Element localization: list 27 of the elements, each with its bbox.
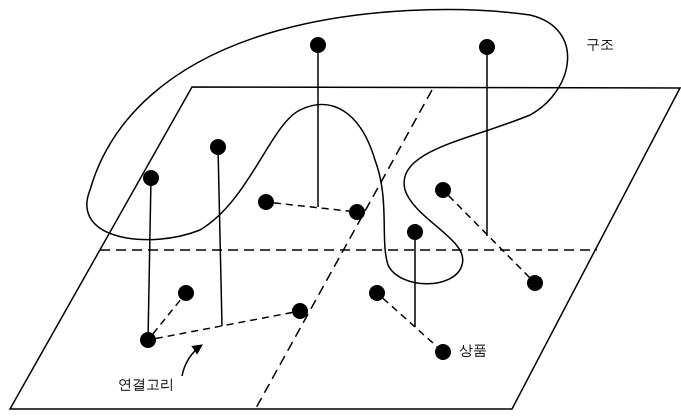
dot-marker: [369, 285, 385, 301]
connector-line: [147, 186, 152, 332]
dot-marker: [349, 204, 365, 220]
dot-marker: [479, 39, 495, 55]
dot-marker: [435, 344, 451, 360]
dot-marker: [140, 332, 156, 348]
dashed-link-line: [156, 312, 292, 340]
dot-marker: [258, 194, 274, 210]
leader-line: [181, 344, 203, 376]
dashed-link-line: [448, 195, 530, 278]
dot-marker: [210, 139, 226, 155]
dot-marker: [178, 285, 194, 301]
region-label: 구조: [586, 36, 614, 54]
dot-caption: 상품: [459, 342, 487, 360]
dot-marker: [407, 224, 423, 240]
dashed-link-line: [152, 298, 182, 334]
connector-line: [486, 55, 488, 236]
connector-line: [317, 53, 319, 207]
callout-label: 연결고리: [118, 376, 174, 394]
dot-marker: [527, 275, 543, 291]
dot-marker: [310, 37, 326, 53]
dashed-link-line: [274, 202, 350, 212]
dot-marker: [143, 170, 159, 186]
dot-marker: [292, 303, 308, 319]
dot-marker: [435, 182, 451, 198]
connector-line: [217, 154, 223, 326]
connector-line: [414, 240, 416, 327]
